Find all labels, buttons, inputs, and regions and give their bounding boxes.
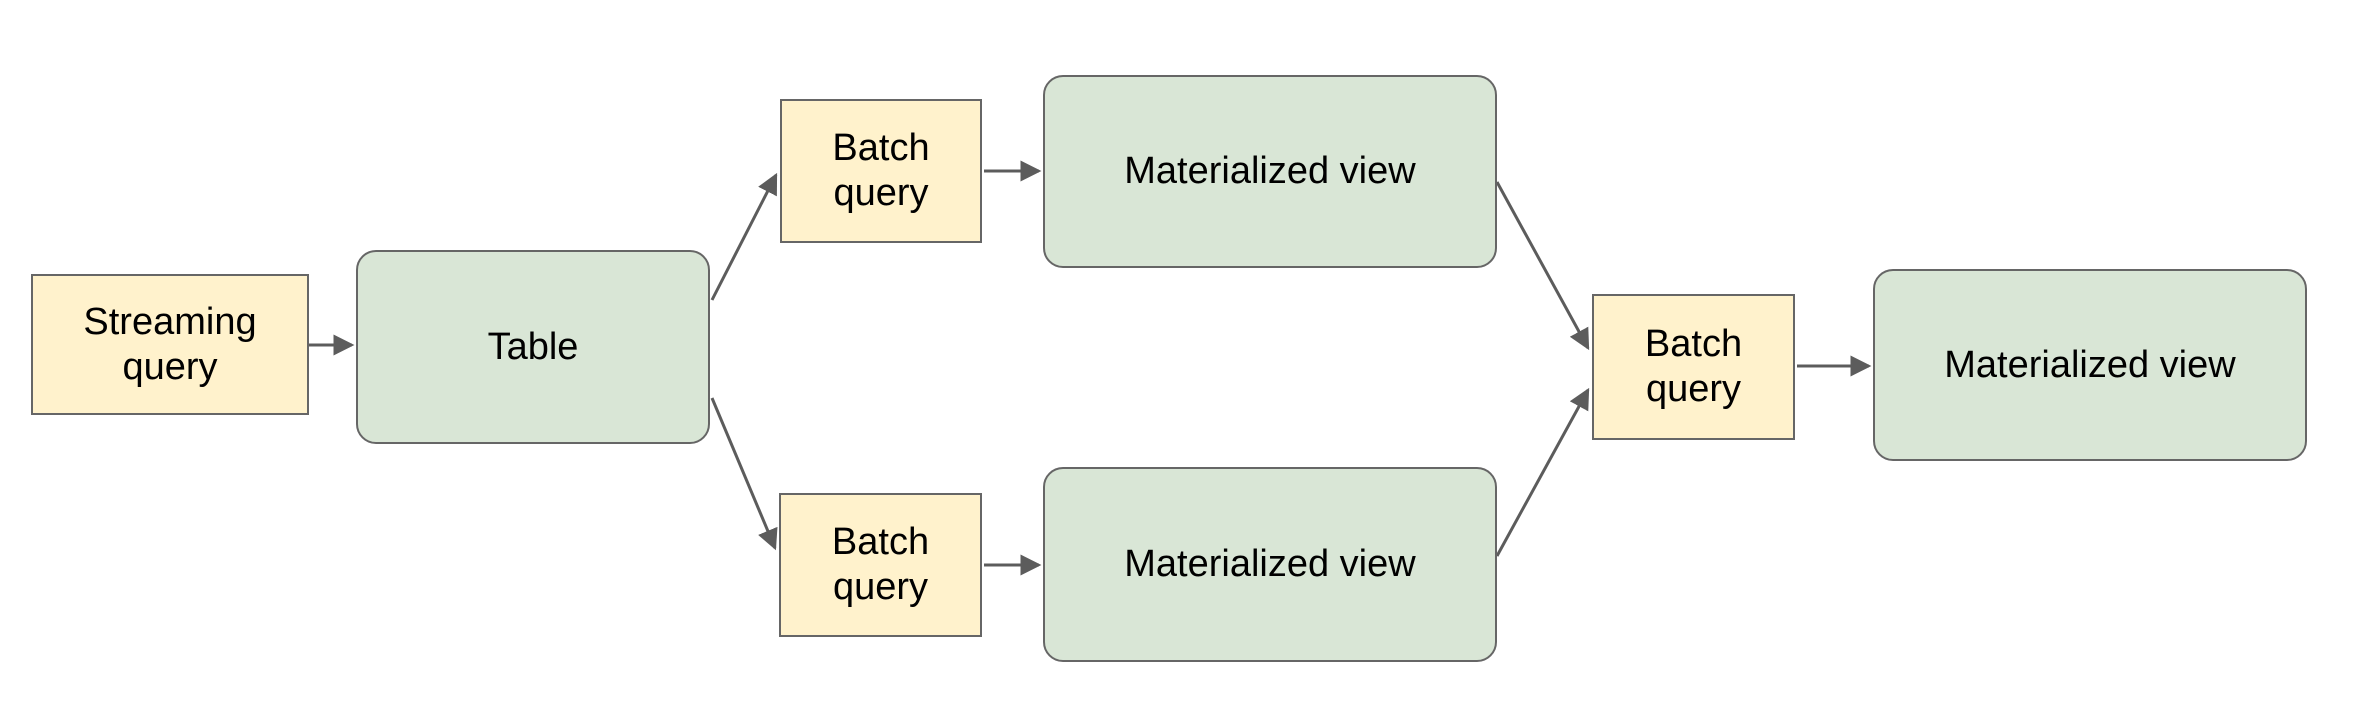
node-batch-query-top[interactable]: Batch query (780, 99, 982, 243)
node-label: Materialized view (1124, 543, 1416, 586)
node-streaming-query[interactable]: Streaming query (31, 274, 309, 415)
node-table[interactable]: Table (356, 250, 710, 444)
node-label: Batch query (832, 127, 930, 214)
node-label: Batch query (831, 521, 930, 608)
node-label: Table (487, 325, 579, 368)
node-batch-query-bottom[interactable]: Batch query (779, 493, 982, 637)
node-materialized-view-bottom[interactable]: Materialized view (1043, 467, 1497, 662)
node-label: Batch query (1644, 323, 1743, 410)
edge-mv-bottom-to-batch-join (1495, 387, 1590, 557)
node-materialized-view-top[interactable]: Materialized view (1043, 75, 1497, 268)
edge-table-to-batch-bottom (710, 397, 778, 551)
edge-mv-top-to-batch-join (1495, 181, 1590, 351)
edge-table-to-batch-top (710, 172, 778, 301)
node-label: Materialized view (1944, 343, 2236, 386)
node-materialized-view-final[interactable]: Materialized view (1873, 269, 2307, 461)
node-label: Materialized view (1124, 150, 1416, 193)
node-label: Streaming query (83, 300, 257, 388)
node-batch-query-join[interactable]: Batch query (1592, 294, 1795, 440)
